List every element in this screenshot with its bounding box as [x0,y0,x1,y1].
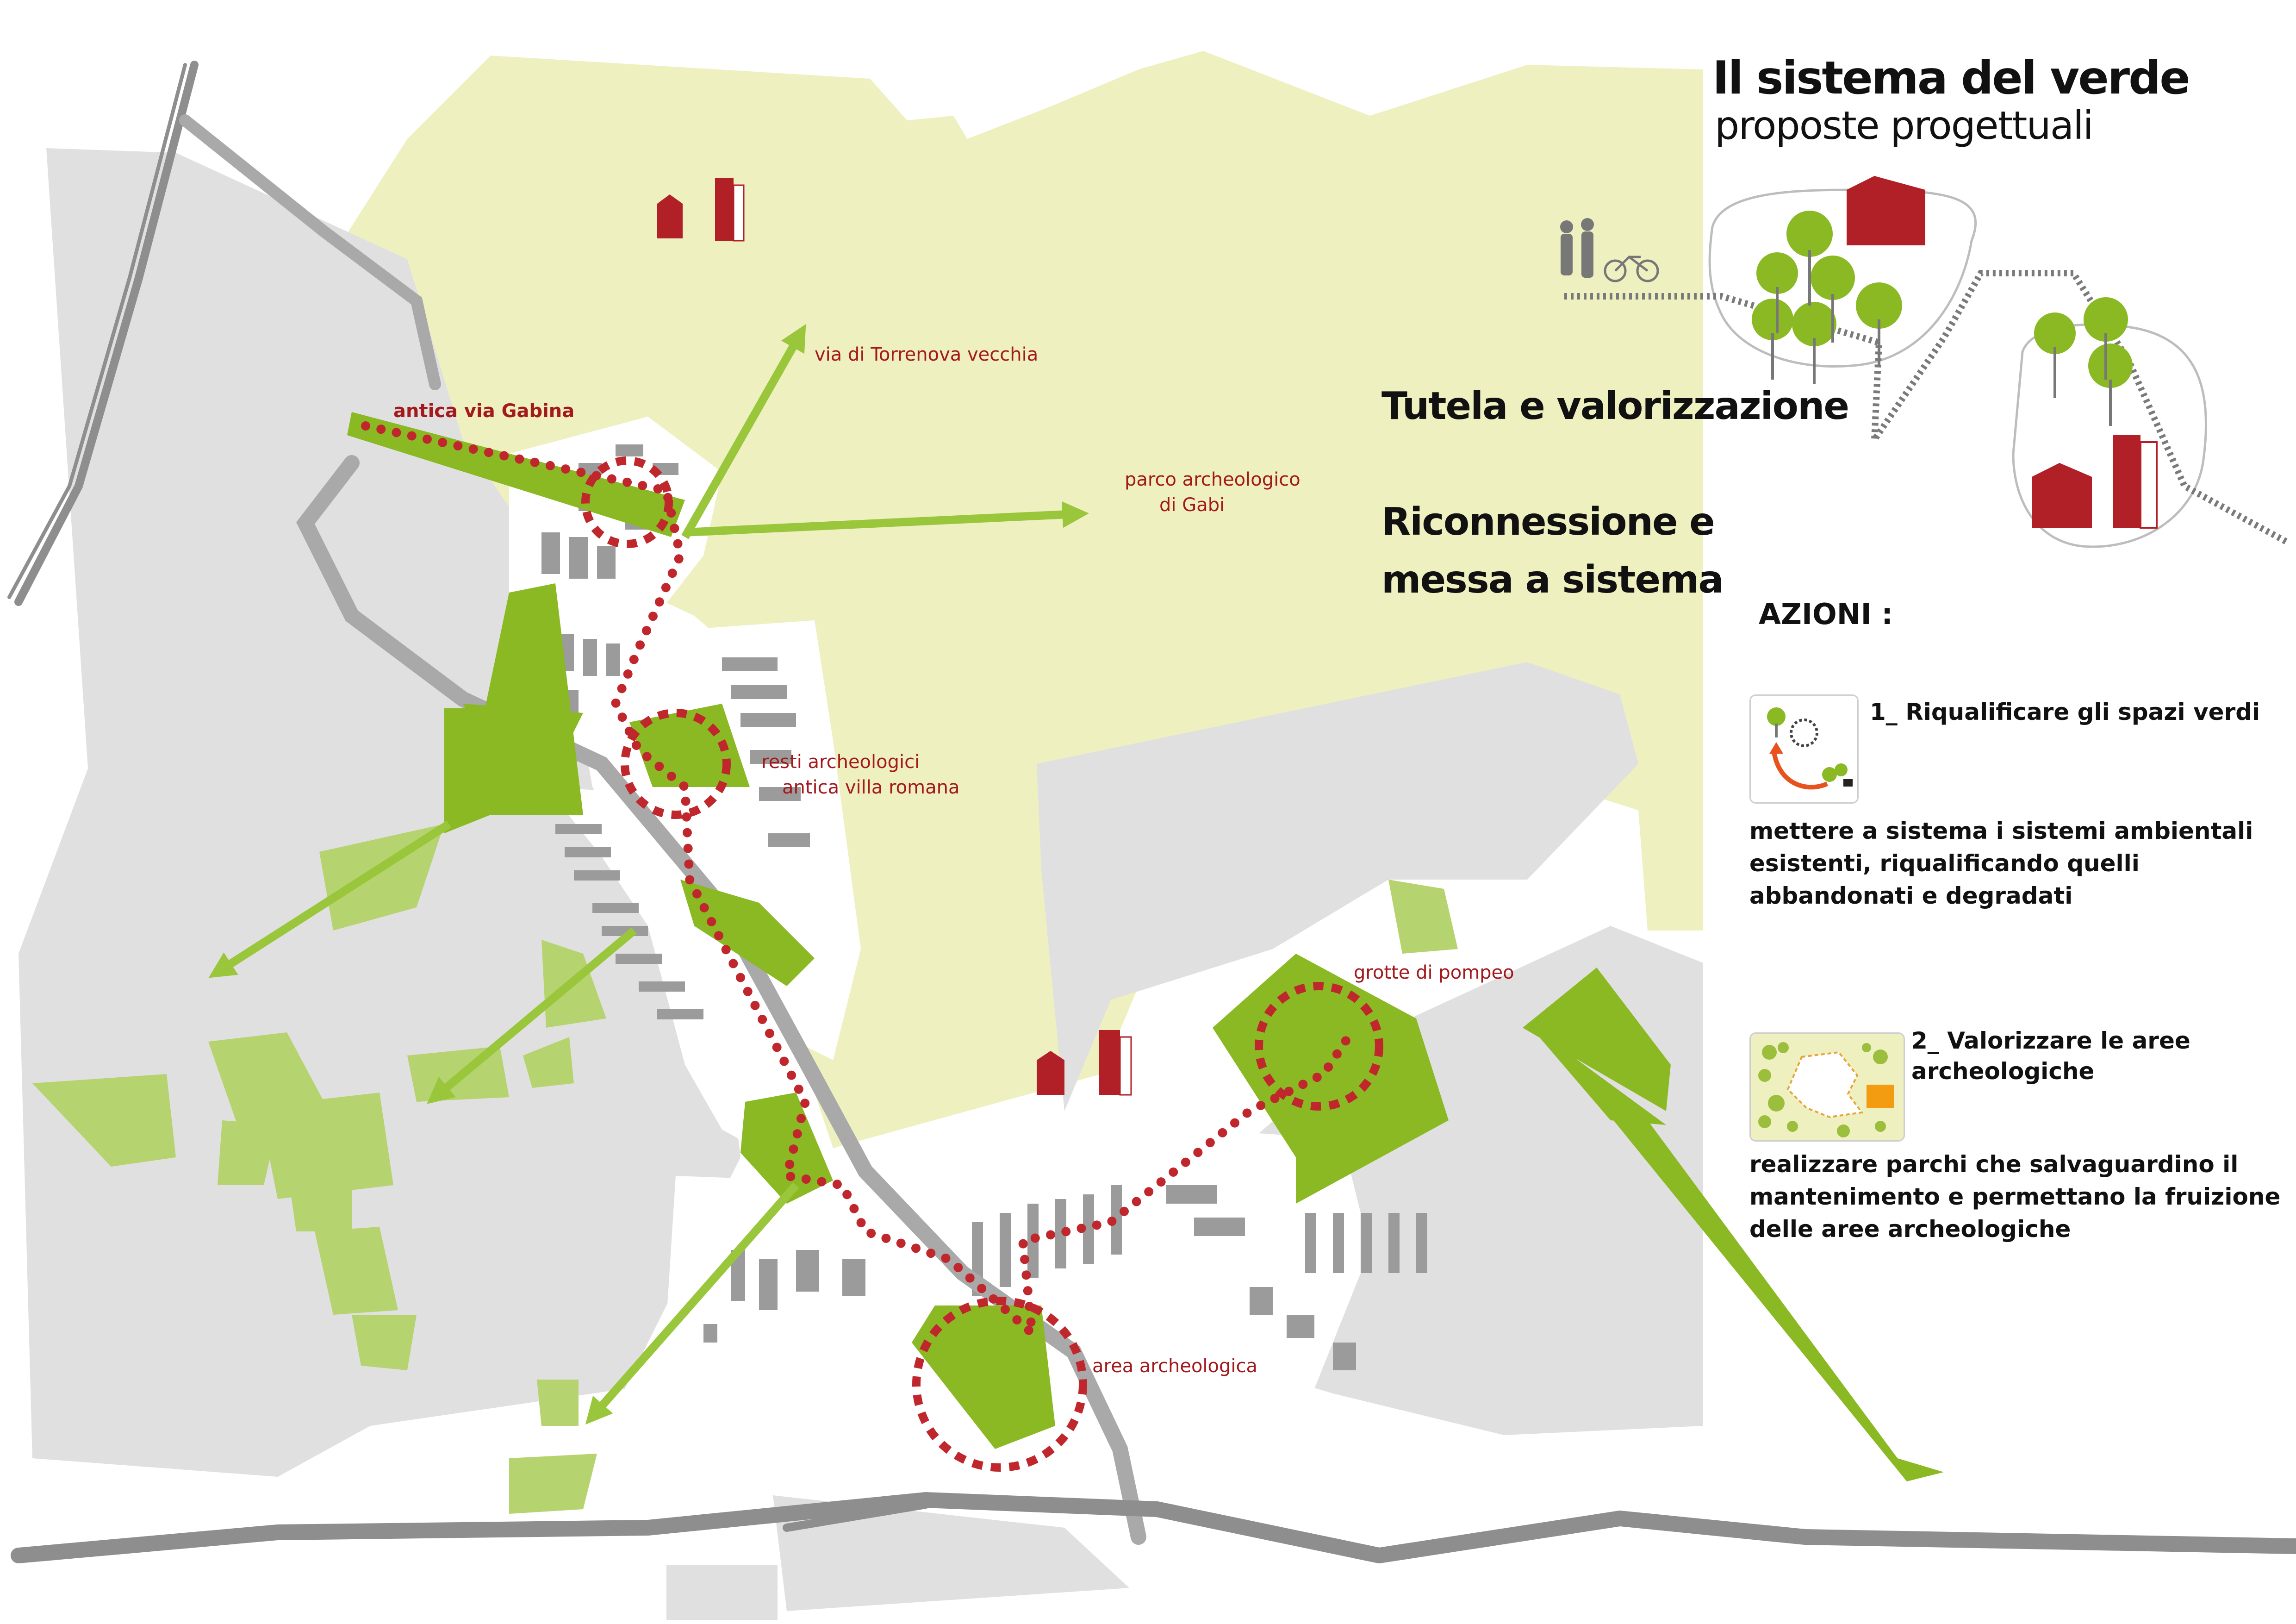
label-area-archeologica: area archeologica [1092,1355,1258,1377]
label-grotte-pompeo: grotte di pompeo [1354,962,1514,983]
label-parco-gabi-1: parco archeologico [1125,469,1300,490]
site-circle-villa-romana [621,709,731,819]
heading-riconnessione-2: messa a sistema [1381,558,1724,602]
azioni-label: AZIONI : [1759,597,1893,631]
bicycle-icon [1604,255,1659,282]
direction-arrows [208,324,1089,1425]
arrow-torrenova [681,324,806,539]
action-2-description: realizzare parchi che salvaguardino il m… [1749,1151,2281,1243]
heading-riconnessione-1: Riconnessione e [1381,500,1715,544]
concept-illustration [1560,176,2288,548]
label-antica-via-gabina: antica via Gabina [393,400,575,422]
action-1-title: 1_ Riqualificare gli spazi verdi [1870,699,2260,725]
site-circle-area-archeologica [912,1297,1087,1472]
site-circle-via-gabina [581,456,673,548]
label-resti-2: antica villa romana [782,777,960,798]
label-via-torrenova: via di Torrenova vecchia [815,344,1039,365]
heritage-building-icon-1 [657,178,745,242]
urban-blocks [19,148,1703,1620]
arrow-south-west [585,1182,799,1425]
arrow-gabi [684,501,1089,537]
green-spaces-requalify-icon [1749,694,1859,804]
site-circle-grotte-pompeo [1255,982,1383,1111]
heritage-building-icon-2 [1037,1030,1132,1096]
heading-tutela: Tutela e valorizzazione [1381,384,1849,428]
agricultural-area [342,51,1703,1148]
pedestrians-icon [1560,218,1594,278]
label-parco-gabi-2: di Gabi [1159,494,1225,516]
page-subtitle: proposte progettuali [1715,103,2094,148]
page-title: Il sistema del verde [1712,52,2190,105]
archaeological-park-icon [1749,1032,1905,1142]
arrow-west-2 [427,927,637,1104]
label-resti-1: resti archeologici [761,751,920,773]
action-1-description: mettere a sistema i sistemi ambientali e… [1749,818,2253,909]
archaeological-site-circles [581,456,1383,1472]
action-2-title: 2_ Valorizzare le aree archeologiche [1911,1027,2190,1085]
arrow-west-1 [208,820,451,978]
greenway-path [361,421,1356,1345]
